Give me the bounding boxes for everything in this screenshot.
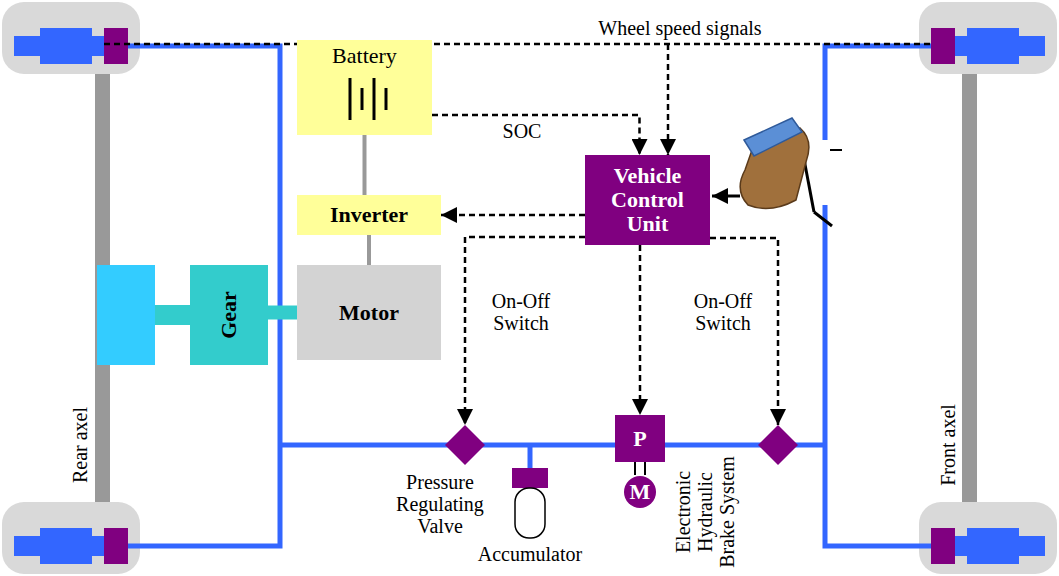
text-label: Electronic Hydraulic Brake System [672, 456, 738, 568]
brake-pipe [280, 443, 825, 448]
connector-line [268, 306, 297, 320]
connector [635, 462, 645, 475]
control-unit-box: Vehicle Control Unit [585, 155, 710, 245]
signal-line [104, 43, 931, 46]
battery-box: Battery [297, 40, 432, 135]
node-text: Inverter [330, 203, 408, 227]
differential [97, 265, 155, 365]
text-label: On-Off Switch [680, 290, 766, 334]
connector [640, 245, 641, 415]
connector-line [644, 462, 646, 475]
motor-box: Motor [297, 265, 441, 360]
connector [268, 312, 297, 313]
drawing-line [830, 149, 842, 151]
text-label: Front axel [937, 390, 959, 500]
node-text: Motor [339, 301, 399, 325]
text-label: Rear axel [69, 390, 91, 500]
node-text: Vehicle Control Unit [598, 164, 698, 236]
drawing-polygon [744, 118, 802, 156]
brake-pipe [528, 445, 533, 470]
front-right-wheel [919, 502, 1057, 574]
valve-diamond-outline [445, 425, 485, 465]
drive-shaft [155, 305, 191, 325]
connector [369, 235, 370, 265]
signal-arrow [667, 44, 670, 155]
brake-pipe [825, 46, 931, 546]
inverter-box: Inverter [297, 195, 441, 235]
front-axle [962, 70, 977, 505]
edge-label: On-Off Switch [478, 290, 564, 334]
accumulator-body [515, 488, 545, 538]
motor-circle: M [623, 475, 657, 509]
pump-box: P [615, 415, 665, 462]
connector-line [639, 245, 642, 415]
drawing-path [712, 195, 740, 198]
connector-line [634, 462, 636, 475]
rear-left-wheel [2, 2, 140, 74]
diamond-shape [445, 425, 485, 465]
connector [432, 115, 640, 155]
gear-box: Gear [190, 265, 268, 365]
valve-diamond: Pressure Regulating Valve [445, 425, 485, 465]
connector-line [465, 237, 585, 425]
connector [441, 215, 585, 216]
node-text: P [633, 427, 646, 451]
brake-pedal [712, 118, 842, 226]
node-text: Gear [217, 291, 241, 339]
accumulator: Accumulator [512, 468, 548, 540]
connector [364, 135, 365, 195]
node-text: Accumulator [478, 543, 582, 565]
node-text: M [630, 480, 651, 504]
node-text: Pressure Regulating Valve [385, 471, 495, 537]
circle-shape [624, 476, 656, 508]
connector-line [441, 214, 585, 217]
accumulator-outline [512, 468, 548, 540]
valve-diamond [758, 425, 798, 465]
node-text: Battery [332, 44, 397, 68]
front-left-wheel [919, 2, 1057, 74]
edge-label: SOC [497, 120, 547, 142]
brake-pipe [128, 46, 280, 546]
connector [465, 237, 585, 425]
rear-right-wheel [2, 502, 140, 574]
connector-line [363, 135, 367, 195]
drawing-path [814, 212, 832, 226]
connector-line [367, 235, 371, 265]
text-label: Wheel speed signals [560, 17, 800, 39]
connector-line [432, 115, 640, 155]
accumulator-cap [512, 468, 548, 488]
